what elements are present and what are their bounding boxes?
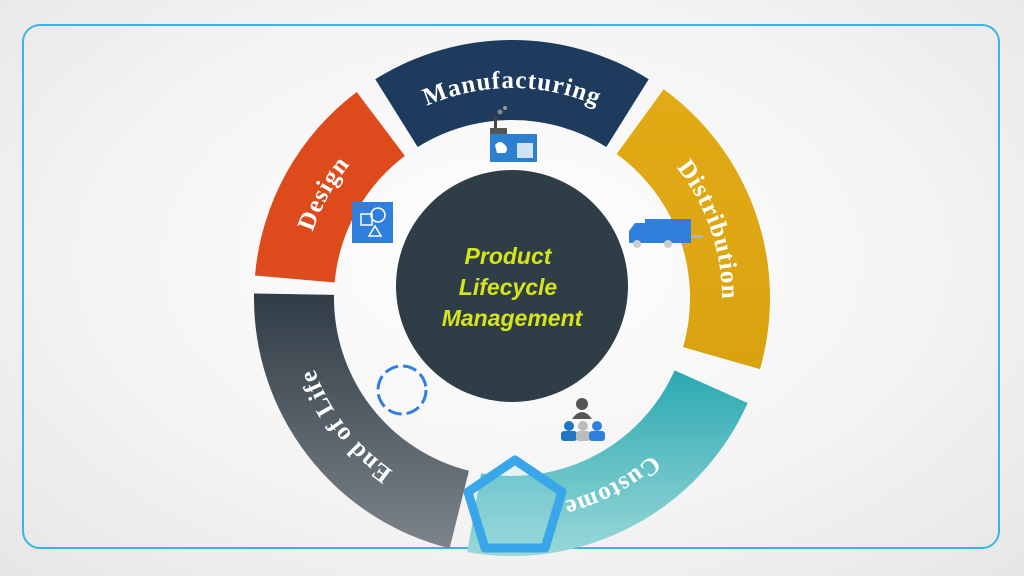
pentagon-highlight-shape [463,455,567,553]
center-title-line-1: Product [465,243,553,269]
design-shapes-icon [352,202,393,243]
delivery-truck-icon [629,219,703,248]
stage-segment-custome [467,370,748,556]
cycle-icon [376,364,428,416]
stage-segment-distribution [616,89,770,370]
center-title-line-2: Lifecycle [459,274,558,300]
center-title-line-3: Management [442,305,584,331]
stage-segment-manufacturing [375,40,649,148]
factory-icon [490,106,537,162]
people-hierarchy-icon [561,398,605,441]
center-circle [396,170,628,402]
stage-segment-end-of-life [254,293,469,549]
stage-segment-design [254,91,405,283]
